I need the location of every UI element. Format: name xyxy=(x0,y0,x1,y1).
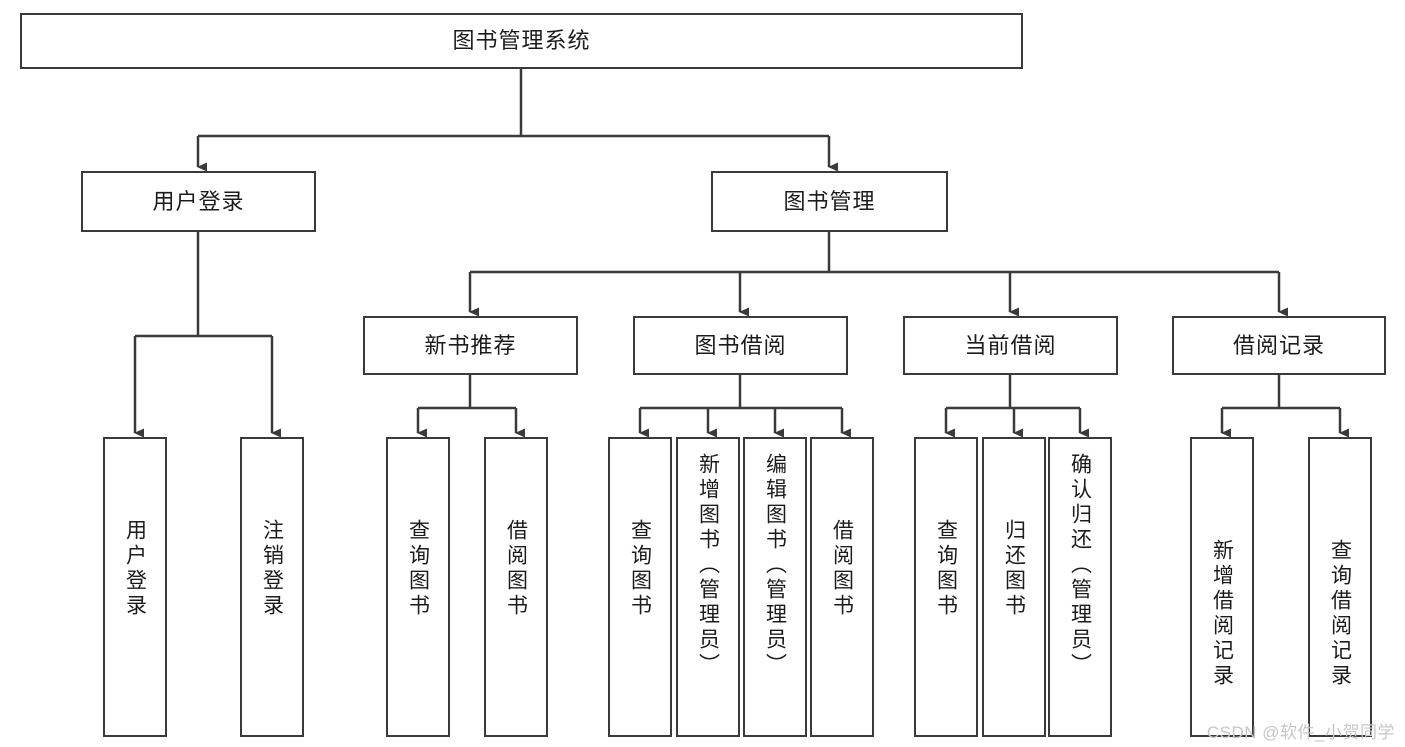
node-leaf-query-record[interactable]: 查询借阅记录 xyxy=(1308,437,1372,737)
node-book-borrow-label: 图书借阅 xyxy=(694,332,787,358)
node-leaf-query-book-2-label: 查询图书 xyxy=(628,519,652,619)
node-leaf-add-book[interactable]: 新增图书（管理员） xyxy=(676,437,740,737)
node-leaf-query-book-3[interactable]: 查询图书 xyxy=(914,437,978,737)
watermark-text: CSDN @软件_小贺同学 xyxy=(1206,723,1395,742)
node-leaf-borrow-book-1[interactable]: 借阅图书 xyxy=(484,437,548,737)
node-root-label: 图书管理系统 xyxy=(452,28,591,54)
node-leaf-edit-book-label: 编辑图书（管理员） xyxy=(763,453,787,678)
node-root[interactable]: 图书管理系统 xyxy=(20,13,1023,69)
node-borrow-record[interactable]: 借阅记录 xyxy=(1172,316,1386,375)
node-leaf-return-book[interactable]: 归还图书 xyxy=(982,437,1046,737)
node-leaf-user-login-label: 用户登录 xyxy=(123,519,147,619)
node-leaf-query-book-3-label: 查询图书 xyxy=(934,519,958,619)
node-book-manage[interactable]: 图书管理 xyxy=(711,171,948,232)
node-leaf-add-record-label: 新增借阅记录 xyxy=(1210,539,1234,689)
node-leaf-confirm-return-label: 确认归还（管理员） xyxy=(1068,453,1092,678)
node-user-login-label: 用户登录 xyxy=(152,188,245,214)
node-leaf-return-book-label: 归还图书 xyxy=(1002,519,1026,619)
node-book-borrow[interactable]: 图书借阅 xyxy=(633,316,848,375)
node-leaf-user-login[interactable]: 用户登录 xyxy=(103,437,167,737)
node-new-book-recommend[interactable]: 新书推荐 xyxy=(363,316,578,375)
node-leaf-add-record[interactable]: 新增借阅记录 xyxy=(1190,437,1254,737)
edge-group xyxy=(133,69,1349,438)
node-leaf-query-book-1-label: 查询图书 xyxy=(406,519,430,619)
node-book-manage-label: 图书管理 xyxy=(783,188,876,214)
node-leaf-borrow-book-2-label: 借阅图书 xyxy=(830,519,854,619)
node-leaf-add-book-label: 新增图书（管理员） xyxy=(696,453,720,678)
node-leaf-borrow-book-1-label: 借阅图书 xyxy=(504,519,528,619)
node-current-borrow-label: 当前借阅 xyxy=(964,332,1057,358)
node-leaf-confirm-return[interactable]: 确认归还（管理员） xyxy=(1048,437,1112,737)
node-leaf-logout-login[interactable]: 注销登录 xyxy=(240,437,304,737)
node-leaf-borrow-book-2[interactable]: 借阅图书 xyxy=(810,437,874,737)
node-leaf-logout-login-label: 注销登录 xyxy=(260,519,284,619)
node-leaf-query-record-label: 查询借阅记录 xyxy=(1328,539,1352,689)
node-current-borrow[interactable]: 当前借阅 xyxy=(903,316,1118,375)
node-leaf-query-book-2[interactable]: 查询图书 xyxy=(608,437,672,737)
node-leaf-query-book-1[interactable]: 查询图书 xyxy=(386,437,450,737)
node-borrow-record-label: 借阅记录 xyxy=(1232,332,1325,358)
node-user-login[interactable]: 用户登录 xyxy=(81,171,316,232)
node-leaf-edit-book[interactable]: 编辑图书（管理员） xyxy=(743,437,807,737)
node-new-book-recommend-label: 新书推荐 xyxy=(424,332,517,358)
